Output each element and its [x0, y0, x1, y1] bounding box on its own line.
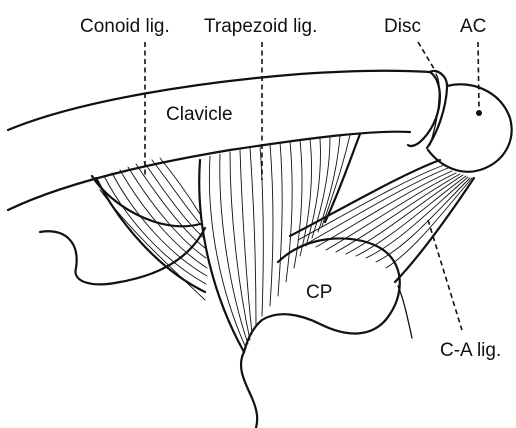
trapezoid-label: Trapezoid lig.: [204, 16, 317, 37]
disc-leader: [418, 42, 436, 72]
conoid-label: Conoid lig.: [80, 16, 170, 37]
clavicle-label: Clavicle: [166, 104, 233, 125]
disc-label: Disc: [384, 16, 421, 37]
ac-label: AC: [460, 16, 486, 37]
coracoacromial-ligament: [290, 160, 474, 282]
cp-label: CP: [306, 282, 332, 303]
trapezoid-ligament: [199, 134, 360, 352]
conoid-ligament: [96, 158, 207, 300]
ca-leader: [428, 220, 462, 330]
ac-leader: [478, 42, 479, 110]
clavicle: [8, 71, 440, 210]
ca-label: C-A lig.: [440, 340, 501, 361]
coracoid-process: [40, 176, 412, 428]
